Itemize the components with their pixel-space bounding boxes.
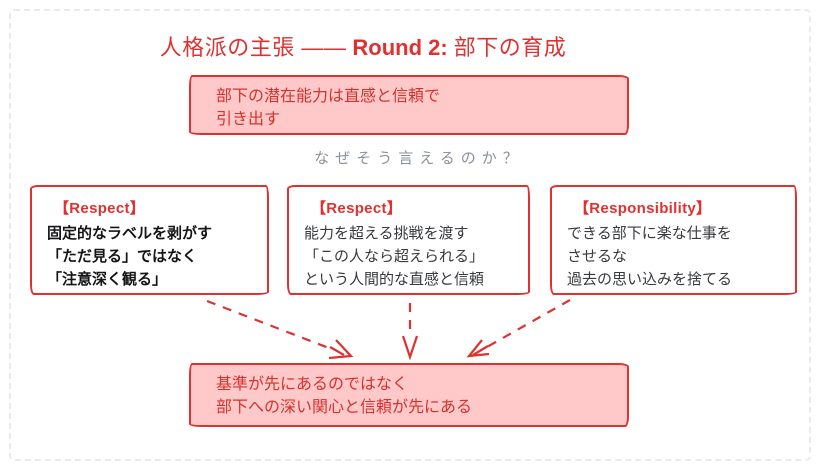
question-text: なぜそう言えるのか？ [314,150,524,167]
arrow-left [206,299,354,360]
reason-box-1-line: 固定的なラベルを剥がす [47,225,213,242]
reason-box-respect-1: 【Respect】 固定的なラベルを剥がす 「ただ見る」ではなく 「注意深く観る… [30,185,269,295]
reason-box-2-line: 能力を超える挑戦を渡す [304,225,469,242]
claim-box: 部下の潜在能力は直感と信頼で 引き出す [189,75,629,135]
title-round-label: Round 2: [352,35,448,60]
reason-box-3-line: させるな [567,248,628,265]
reason-box-1-line: 「ただ見る」ではなく [47,248,198,265]
title-suffix: 部下の育成 [453,35,567,60]
claim-line-1: 部下の潜在能力は直感と信頼で [216,88,441,105]
claim-line-2: 引き出す [216,111,281,128]
reason-box-1-line: 「注意深く観る」 [47,271,168,288]
reason-box-3-tag: 【Responsibility】 [574,200,712,217]
reason-box-1-tag: 【Respect】 [54,200,146,217]
reason-box-3-line: 過去の思い込みを捨てる [567,271,733,288]
reason-box-2-line: という人間的な直感と信頼 [304,271,485,288]
reason-box-2-tag: 【Respect】 [311,200,403,217]
reason-box-2-line: 「この人なら超えられる」 [304,248,485,265]
conclusion-box: 基準が先にあるのではなく 部下への深い関心と信頼が先にある [189,363,629,427]
conclusion-line-1: 基準が先にあるのではなく [216,376,409,393]
conclusion-line-2: 部下への深い関心と信頼が先にある [216,399,473,416]
reason-box-respect-2: 【Respect】 能力を超える挑戦を渡す 「この人なら超えられる」 という人間… [287,185,530,295]
arrow-middle [401,303,419,361]
page-title: 人格派の主張 ——Round 2:部下の育成 [160,30,566,62]
arrow-right [466,299,571,358]
reason-box-3-line: できる部下に楽な仕事を [567,225,732,242]
reason-box-responsibility: 【Responsibility】 できる部下に楽な仕事を させるな 過去の思い込… [550,185,797,295]
title-prefix: 人格派の主張 —— [159,35,347,60]
